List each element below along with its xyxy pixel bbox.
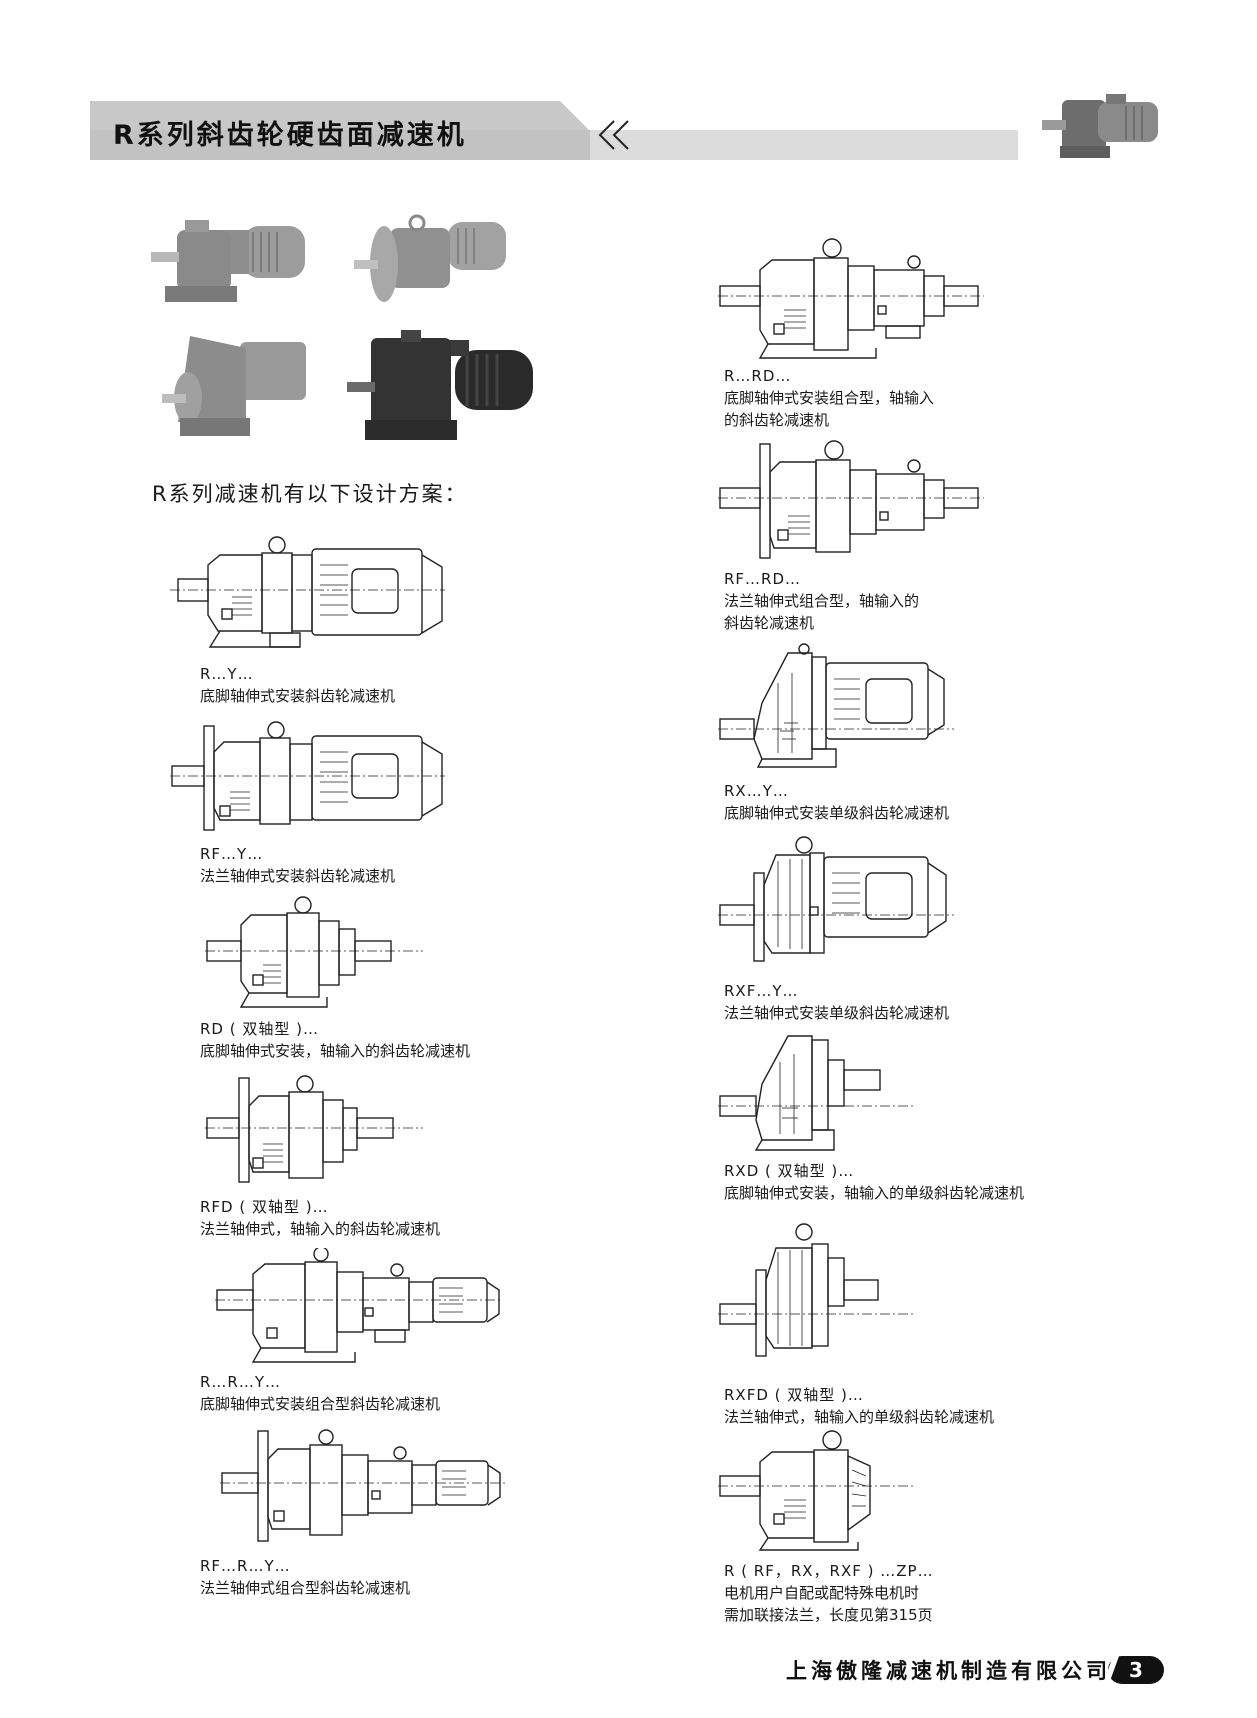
photo-single-stage-gearmotor xyxy=(162,336,306,436)
diagram-r-r-y xyxy=(215,1248,503,1363)
diagram-rd xyxy=(205,896,423,1008)
diagram-r-rd xyxy=(718,238,984,359)
item-desc: 法兰轴伸式安装斜齿轮减速机 xyxy=(200,867,396,885)
label-rfd: RFD ( 双轴型 )… 法兰轴伸式，轴输入的斜齿轮减速机 xyxy=(200,1196,440,1240)
label-rf-y: RF…Y… 法兰轴伸式安装斜齿轮减速机 xyxy=(200,843,395,887)
item-code: RD ( 双轴型 )… xyxy=(200,1020,319,1038)
label-rf-r-y: RF…R…Y… 法兰轴伸式组合型斜齿轮减速机 xyxy=(200,1555,410,1599)
item-code: R ( RF，RX，RXF ) …ZP… xyxy=(724,1562,934,1580)
header-title-tab xyxy=(90,101,590,160)
item-desc: 底脚轴伸式安装，轴输入的单级斜齿轮减速机 xyxy=(724,1184,1025,1202)
item-desc: 法兰轴伸式，轴输入的单级斜齿轮减速机 xyxy=(724,1408,995,1426)
item-desc: 底脚轴伸式安装组合型斜齿轮减速机 xyxy=(200,1395,441,1413)
label-rxf-y: RXF…Y… 法兰轴伸式安装单级斜齿轮减速机 xyxy=(724,980,949,1024)
diagram-zp xyxy=(718,1430,914,1551)
item-desc: 需加联接法兰，长度见第315页 xyxy=(724,1606,933,1624)
label-rx-y: RX…Y… 底脚轴伸式安装单级斜齿轮减速机 xyxy=(724,780,949,824)
item-code: RFD ( 双轴型 )… xyxy=(200,1198,329,1216)
label-rxfd: RXFD ( 双轴型 )… 法兰轴伸式，轴输入的单级斜齿轮减速机 xyxy=(724,1384,994,1428)
item-code: R…Y… xyxy=(200,665,254,683)
label-r-y: R…Y… 底脚轴伸式安装斜齿轮减速机 xyxy=(200,663,395,707)
label-rd: RD ( 双轴型 )… 底脚轴伸式安装，轴输入的斜齿轮减速机 xyxy=(200,1018,470,1062)
item-desc: 底脚轴伸式安装单级斜齿轮减速机 xyxy=(724,804,950,822)
item-code: RF…RD… xyxy=(724,570,802,588)
diagram-rx-y xyxy=(718,643,954,768)
item-desc: 斜齿轮减速机 xyxy=(724,614,815,632)
item-desc: 底脚轴伸式安装斜齿轮减速机 xyxy=(200,687,396,705)
item-desc: 底脚轴伸式安装组合型，轴输入 xyxy=(724,389,935,407)
diagram-rfd xyxy=(205,1075,423,1183)
diagram-rf-rd xyxy=(718,440,984,559)
item-code: R…RD… xyxy=(724,367,792,385)
item-code: RXFD ( 双轴型 )… xyxy=(724,1386,864,1404)
chevron-left-icon xyxy=(596,118,636,161)
label-zp: R ( RF，RX，RXF ) …ZP… 电机用户自配或配特殊电机时 需加联接法… xyxy=(724,1560,934,1626)
header-gearmotor-photo xyxy=(1042,94,1158,158)
diagram-r-y xyxy=(170,536,445,648)
item-desc: 底脚轴伸式安装，轴输入的斜齿轮减速机 xyxy=(200,1042,471,1060)
item-desc: 法兰轴伸式，轴输入的斜齿轮减速机 xyxy=(200,1220,441,1238)
label-r-r-y: R…R…Y… 底脚轴伸式安装组合型斜齿轮减速机 xyxy=(200,1371,440,1415)
item-desc: 法兰轴伸式安装单级斜齿轮减速机 xyxy=(724,1004,950,1022)
item-desc: 电机用户自配或配特殊电机时 xyxy=(724,1584,920,1602)
label-rxd: RXD ( 双轴型 )… 底脚轴伸式安装，轴输入的单级斜齿轮减速机 xyxy=(724,1160,1024,1204)
intro-text: R系列减速机有以下设计方案： xyxy=(152,482,468,506)
item-code: RXD ( 双轴型 )… xyxy=(724,1162,855,1180)
label-r-rd: R…RD… 底脚轴伸式安装组合型，轴输入 的斜齿轮减速机 xyxy=(724,365,934,431)
item-code: RF…Y… xyxy=(200,845,264,863)
diagram-rxd xyxy=(718,1035,914,1151)
item-desc: 的斜齿轮减速机 xyxy=(724,411,830,429)
item-desc: 法兰轴伸式组合型，轴输入的 xyxy=(724,592,920,610)
photo-large-gearmotor xyxy=(347,330,533,440)
diagram-rxf-y xyxy=(718,836,954,962)
page-title: R系列斜齿轮硬齿面减速机 xyxy=(113,120,467,151)
item-code: R…R…Y… xyxy=(200,1373,282,1391)
company-name: 上海傲隆减速机制造有限公司 xyxy=(786,1659,1111,1683)
item-code: RXF…Y… xyxy=(724,982,799,1000)
item-code: RF…R…Y… xyxy=(200,1557,291,1575)
diagram-rf-r-y xyxy=(220,1429,508,1542)
item-code: RX…Y… xyxy=(724,782,789,800)
item-desc: 法兰轴伸式组合型斜齿轮减速机 xyxy=(200,1579,411,1597)
photo-foot-gearmotor xyxy=(151,220,305,302)
diagram-rf-y xyxy=(170,721,445,831)
label-rf-rd: RF…RD… 法兰轴伸式组合型，轴输入的 斜齿轮减速机 xyxy=(724,568,919,634)
photo-flange-gearmotor xyxy=(354,214,506,302)
diagram-rxfd xyxy=(718,1223,914,1357)
